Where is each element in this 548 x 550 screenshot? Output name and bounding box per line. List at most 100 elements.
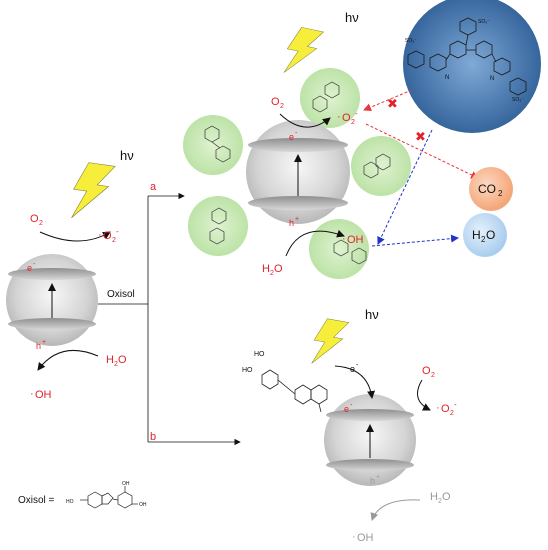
svg-text:2: 2 [114, 361, 118, 368]
svg-text:H: H [430, 491, 438, 503]
path-b-superoxide-label: · O 2 - [436, 400, 457, 417]
svg-text:SO₃⁻: SO₃⁻ [512, 97, 524, 103]
path-a-electron-label: e - [289, 130, 298, 142]
svg-text:2: 2 [431, 372, 435, 379]
svg-text:-: - [350, 402, 353, 409]
svg-text:O: O [103, 230, 112, 242]
svg-text:O: O [118, 354, 127, 366]
oxisol-legend-label: Oxisol = [18, 495, 55, 506]
left-hole-label: h + [36, 339, 46, 351]
left-superoxide-label: · O 2 - [98, 227, 119, 244]
left-lightning-icon [69, 160, 116, 224]
svg-text:e: e [27, 263, 32, 273]
path-a-superoxide-label: · O 2 - [337, 109, 358, 126]
left-h2o-arrow [37, 349, 99, 371]
path-a-particle [246, 120, 350, 224]
electron-injection-arrow [334, 365, 376, 399]
svg-text:e: e [344, 404, 349, 414]
oxisol-structure-icon [80, 486, 138, 509]
svg-text:2: 2 [498, 189, 503, 198]
left-electron-label: e - [27, 261, 36, 273]
co2-bubble: CO 2 [469, 167, 513, 211]
svg-text:+: + [295, 216, 299, 223]
ho-label-2: HO [242, 367, 253, 374]
svg-text:2: 2 [351, 119, 355, 126]
bottom-hv-label: hν [365, 307, 379, 322]
path-b-h2o-arrow [370, 499, 421, 521]
legend-oh-label-2: OH [139, 502, 147, 508]
svg-text:-: - [116, 227, 119, 236]
left-h2o-label: H 2 O [106, 354, 127, 368]
h2o-bubble: H 2 O [463, 213, 507, 257]
svg-text:2: 2 [270, 270, 274, 277]
svg-text:-: - [355, 109, 358, 118]
svg-text:N: N [445, 75, 449, 81]
path-b-o2-label: O 2 [422, 365, 435, 379]
svg-text:h: h [289, 218, 294, 228]
svg-text:N: N [490, 76, 494, 82]
svg-text:OH: OH [35, 389, 52, 401]
svg-text:2: 2 [112, 237, 116, 244]
path-b-electron-label: e - [344, 402, 353, 414]
path-a-hole-label: h + [289, 216, 299, 228]
dye-molecule: SO₃⁻ SO₃⁻ SO₃⁻ N N [403, 0, 541, 133]
svg-text:-: - [356, 362, 359, 369]
svg-text:CO: CO [478, 182, 496, 196]
svg-text:·: · [30, 388, 34, 400]
svg-text:2: 2 [438, 498, 442, 505]
svg-text:-: - [454, 400, 457, 409]
svg-text:OH: OH [357, 532, 374, 544]
svg-text:O: O [274, 263, 283, 275]
path-b-h2o-label: H 2 O [430, 491, 451, 505]
path-b-label: b [150, 431, 156, 443]
superoxide-to-co2-dashed-arrow [365, 123, 479, 179]
oxisol-bound-molecule [261, 369, 328, 413]
ho-label-1: HO [254, 351, 265, 358]
path-a-hydroxyl-label: · OH [342, 233, 364, 246]
svg-text:H: H [472, 228, 481, 242]
oxisol-label: Oxisol [107, 289, 135, 300]
svg-text:O: O [441, 403, 450, 415]
path-a-o2-arrow [279, 113, 331, 128]
left-o2-arrow [39, 231, 111, 242]
path-a-o2-label: O 2 [271, 96, 284, 110]
svg-text:·: · [342, 233, 346, 245]
svg-text:-: - [295, 130, 298, 137]
path-b-hole-label: h + [370, 474, 380, 486]
svg-text:+: + [42, 339, 46, 346]
cross-icon-2: ✖ [415, 129, 426, 144]
svg-text:+: + [376, 474, 380, 481]
svg-text:·: · [98, 229, 102, 241]
legend-oh-label-1: OH [122, 481, 130, 487]
svg-text:SO₃⁻: SO₃⁻ [405, 38, 417, 44]
path-a-label: a [150, 181, 157, 193]
path-b-electron-transfer-label: e - [350, 362, 359, 374]
svg-text:·: · [352, 531, 356, 543]
svg-text:·: · [337, 111, 341, 123]
svg-text:h: h [36, 341, 41, 351]
svg-text:H: H [262, 263, 270, 275]
svg-text:O: O [486, 228, 495, 242]
left-particle [6, 254, 98, 346]
svg-text:·: · [436, 402, 440, 414]
svg-text:OH: OH [347, 234, 364, 246]
svg-text:h: h [370, 476, 375, 486]
bottom-lightning-icon [309, 316, 350, 369]
svg-text:O: O [30, 213, 39, 225]
svg-text:-: - [33, 261, 36, 268]
hydroxyl-to-h2o-dashed-arrow [371, 234, 459, 247]
svg-text:H: H [106, 354, 114, 366]
svg-text:2: 2 [280, 103, 284, 110]
path-a-h2o-label: H 2 O [262, 263, 283, 277]
svg-text:e: e [350, 364, 355, 374]
svg-text:O: O [422, 365, 431, 377]
path-b-o2-arrow [417, 379, 431, 411]
path-b-particle [324, 394, 416, 486]
left-hv-label: hν [120, 148, 134, 163]
cross-icon: ✖ [387, 96, 398, 111]
dye-to-superoxide-dashed-arrow [363, 89, 413, 111]
path-b-hydroxyl-label: · OH [352, 531, 374, 544]
dye-to-hydroxyl-dashed-arrow [377, 129, 433, 245]
svg-text:2: 2 [450, 410, 454, 417]
